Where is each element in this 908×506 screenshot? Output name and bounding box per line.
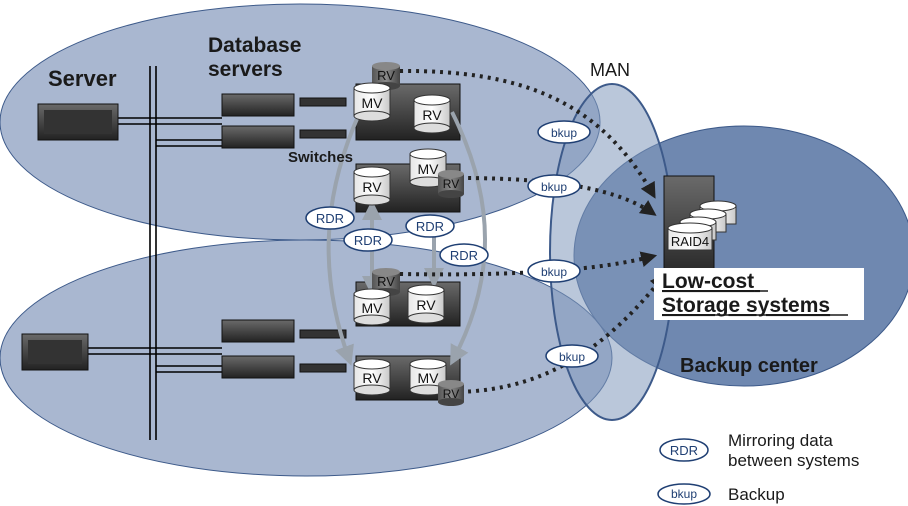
svg-text:RV: RV [362, 179, 382, 195]
server-rack-top [37, 103, 119, 141]
svg-text:RV: RV [362, 370, 382, 386]
low-cost-storage-label: Low-cost Storage systems [662, 270, 830, 317]
svg-text:RV: RV [443, 177, 459, 191]
bkup-pill: bkup [545, 344, 599, 368]
mv-disk: MV [353, 82, 391, 122]
svg-text:bkup: bkup [559, 350, 585, 364]
svg-text:MV: MV [362, 95, 384, 111]
site-ellipse-bottom [0, 239, 613, 477]
svg-text:RDR: RDR [316, 211, 344, 226]
svg-text:RDR: RDR [416, 219, 444, 234]
low-cost-label-box [654, 268, 864, 320]
rv-disk: RV [353, 358, 391, 396]
rdr-pill: RDR [305, 206, 355, 230]
backup-center-label: Backup center [680, 355, 818, 377]
svg-text:RV: RV [416, 297, 436, 313]
svg-text:RV: RV [422, 107, 442, 123]
man-label: MAN [590, 60, 630, 80]
svg-text:MV: MV [362, 300, 384, 316]
rv-disk-dark: RV [438, 380, 464, 406]
rdr-pill: RDR [439, 243, 489, 267]
database-servers-label: Database servers [208, 34, 307, 81]
svg-text:bkup: bkup [541, 265, 567, 279]
volume-disk-group: RV MV RV MV RV [353, 62, 737, 406]
bkup-pill: bkup [537, 120, 591, 144]
bkup-pill: bkup [527, 259, 581, 283]
svg-text:bkup: bkup [551, 126, 577, 140]
bkup-pill: bkup [527, 174, 581, 198]
svg-text:RDR: RDR [670, 443, 698, 458]
svg-text:RDR: RDR [450, 248, 478, 263]
svg-text:RDR: RDR [354, 233, 382, 248]
switches-label: Switches [288, 149, 353, 166]
legend-rdr-item: RDR Mirroring data between systems [659, 431, 859, 470]
svg-text:Backup: Backup [728, 485, 785, 504]
svg-text:Mirroring data between: Mirroring data between systems [728, 431, 859, 470]
svg-text:bkup: bkup [671, 487, 697, 501]
svg-text:MV: MV [418, 161, 440, 177]
svg-text:RV: RV [377, 68, 395, 83]
rv-disk: RV [407, 284, 445, 324]
rv-disk: RV [353, 166, 391, 206]
rv-disk: RV [413, 94, 451, 134]
server-rack-bottom [21, 333, 89, 371]
rv-disk-dark: RV [438, 170, 464, 198]
rdr-pill: RDR [405, 214, 455, 238]
raid4-disk-stack: RAID4 [667, 200, 737, 251]
mv-disk: MV [353, 288, 391, 326]
legend: RDR Mirroring data between systems bkup … [657, 431, 859, 505]
svg-text:MV: MV [418, 370, 440, 386]
svg-text:RV: RV [377, 274, 395, 289]
network-backbone [88, 66, 222, 440]
server-label: Server [48, 66, 117, 91]
legend-bkup-item: bkup Backup [657, 483, 785, 505]
switch-device [299, 97, 347, 373]
svg-text:bkup: bkup [541, 180, 567, 194]
rdr-pill: RDR [343, 228, 393, 252]
database-server-unit [221, 93, 295, 379]
svg-text:RV: RV [443, 387, 459, 401]
svg-text:RAID4: RAID4 [671, 234, 709, 249]
mv-disk: MV [409, 358, 447, 396]
